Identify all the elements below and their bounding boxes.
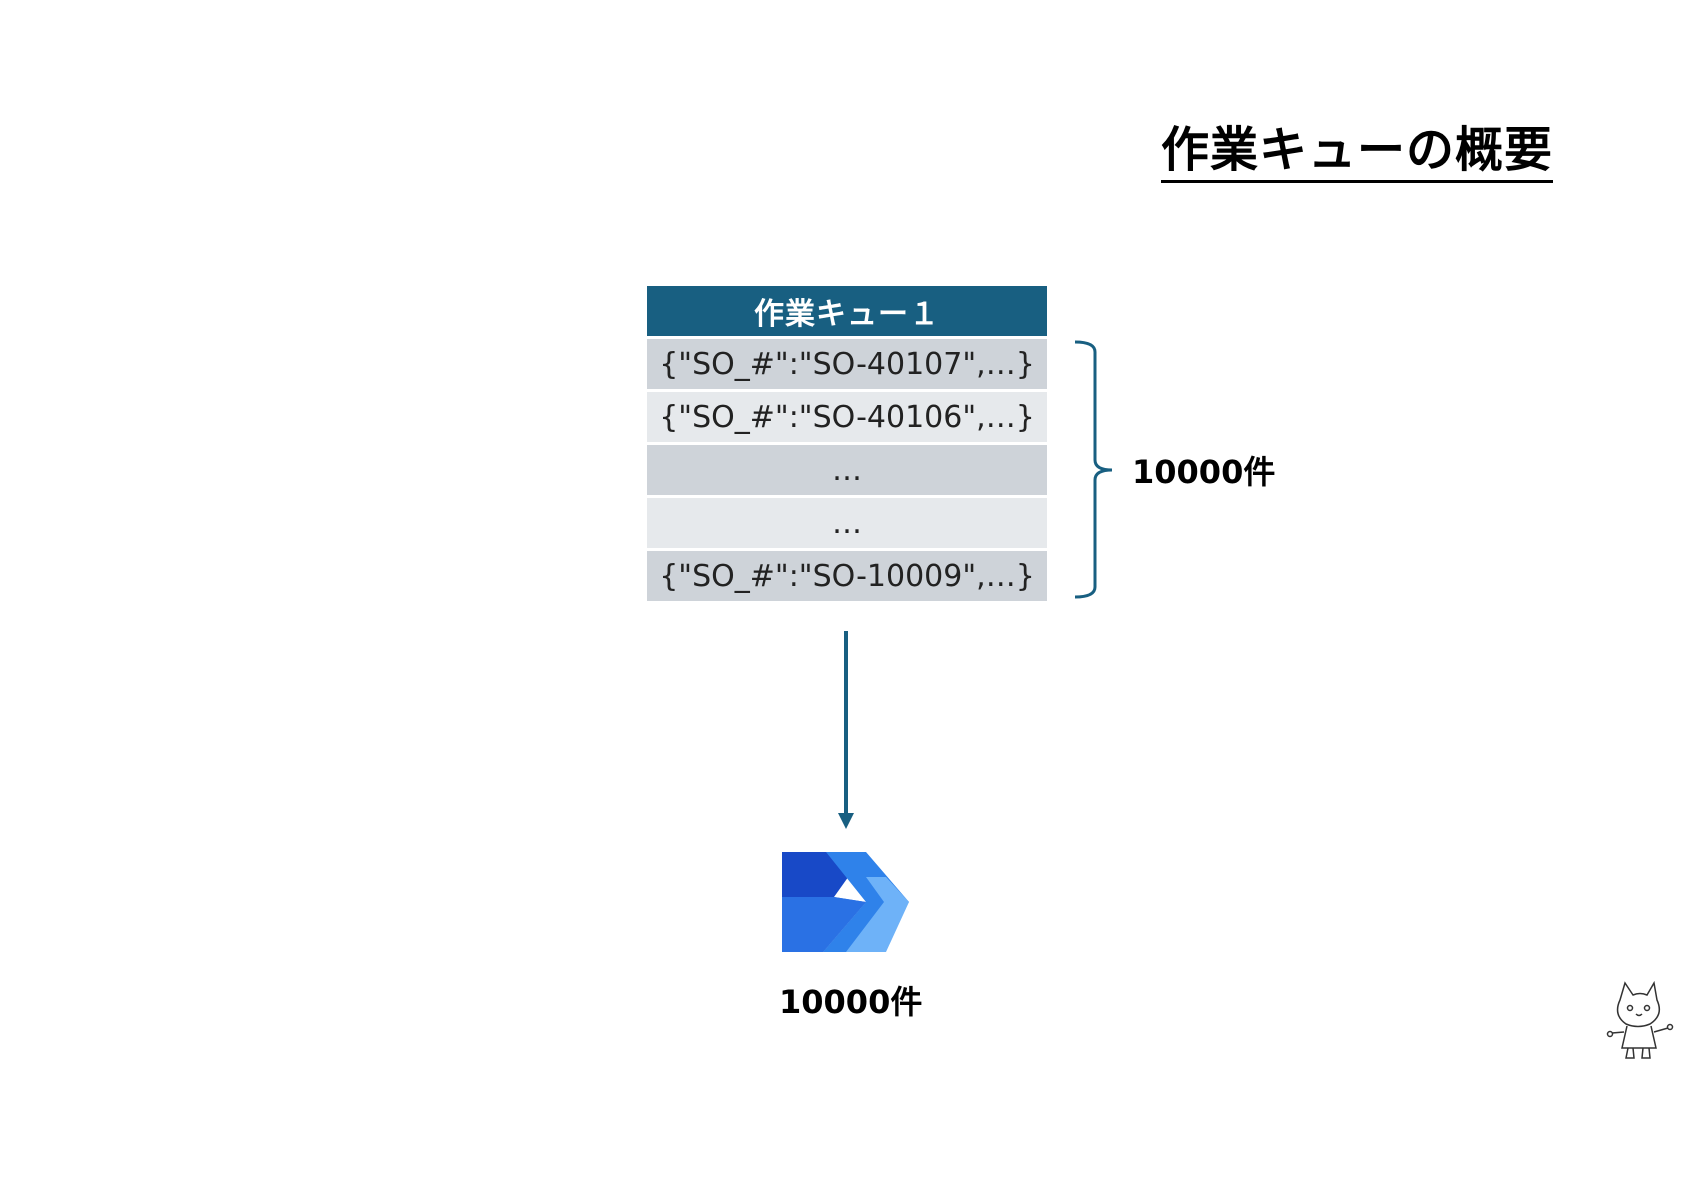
queue-count-label: 10000件 bbox=[1132, 453, 1276, 491]
processed-count-label: 10000件 bbox=[779, 983, 923, 1021]
queue-item-row: {"SO_#":"SO-10009",…} bbox=[647, 551, 1047, 601]
work-queue-table: 作業キュー１ {"SO_#":"SO-40107",…} {"SO_#":"SO… bbox=[647, 286, 1047, 601]
queue-item-row: {"SO_#":"SO-40106",…} bbox=[647, 392, 1047, 442]
cat-mascot-illustration bbox=[1606, 980, 1674, 1059]
power-automate-logo-icon bbox=[782, 852, 909, 952]
bracket-icon bbox=[1074, 340, 1113, 599]
arrow-head-icon bbox=[838, 813, 854, 829]
queue-item-row: {"SO_#":"SO-40107",…} bbox=[647, 339, 1047, 389]
page-title: 作業キューの概要 bbox=[1160, 122, 1553, 183]
queue-item-row: … bbox=[647, 445, 1047, 495]
queue-item-row: … bbox=[647, 498, 1047, 548]
work-queue-header: 作業キュー１ bbox=[647, 286, 1047, 336]
